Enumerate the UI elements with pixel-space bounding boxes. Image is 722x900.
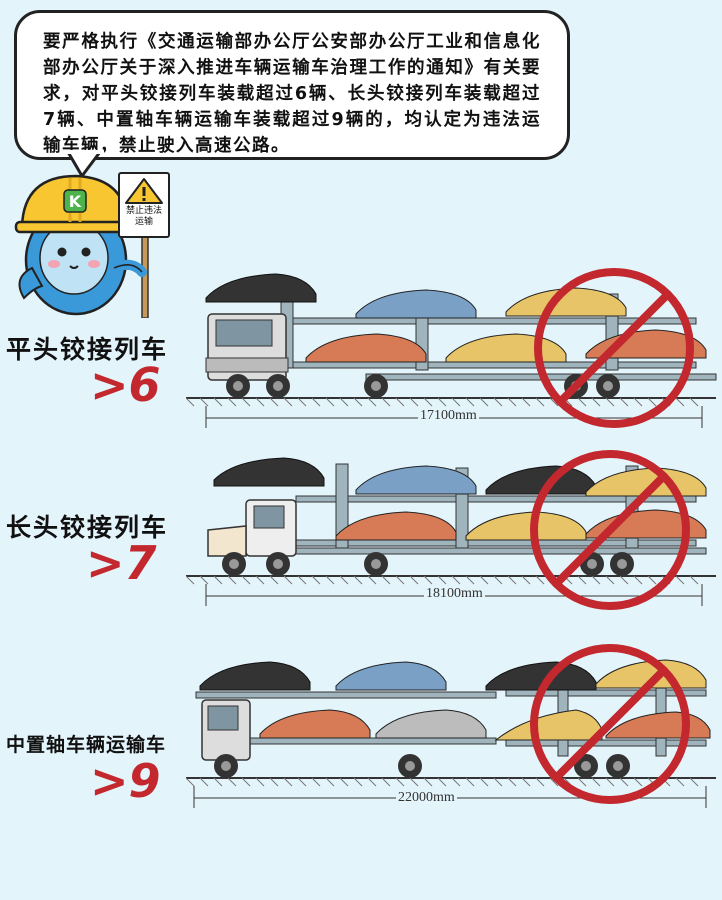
section-3-limit: >9 bbox=[90, 754, 161, 808]
section-2-limit: >7 bbox=[86, 536, 157, 590]
notice-text: 要严格执行《交通运输部办公厅公安部办公厅工业和信息化部办公厅关于深入推进车辆运输… bbox=[43, 32, 541, 156]
section-1-dimension: 17100mm bbox=[418, 408, 479, 424]
section-2-dimension: 18100mm bbox=[424, 586, 485, 602]
bubble-tail bbox=[66, 150, 104, 178]
section-3-label: 中置轴车辆运输车 bbox=[6, 734, 167, 756]
warning-sign-text: 禁止违法运输 bbox=[125, 206, 162, 227]
truck-2-illustration bbox=[186, 450, 716, 610]
prohibition-sign-icon bbox=[530, 644, 690, 804]
section-3-dimension: 22000mm bbox=[396, 790, 457, 806]
svg-text:K: K bbox=[69, 192, 82, 211]
prohibition-sign-icon bbox=[534, 268, 694, 428]
prohibition-sign-icon bbox=[530, 450, 690, 610]
notice-bubble: 要严格执行《交通运输部办公厅公安部办公厅工业和信息化部办公厅关于深入推进车辆运输… bbox=[14, 10, 570, 160]
warning-triangle-icon bbox=[125, 178, 163, 204]
truck-1-illustration bbox=[186, 268, 717, 428]
mascot-illustration: K bbox=[14, 174, 149, 318]
section-1-limit: >6 bbox=[90, 358, 161, 412]
section-1-label: 平头铰接列车 bbox=[6, 335, 169, 364]
section-2-label: 长头铰接列车 bbox=[6, 513, 169, 542]
helmet-icon: K bbox=[14, 174, 136, 234]
warning-sign: 禁止违法运输 bbox=[118, 172, 170, 238]
